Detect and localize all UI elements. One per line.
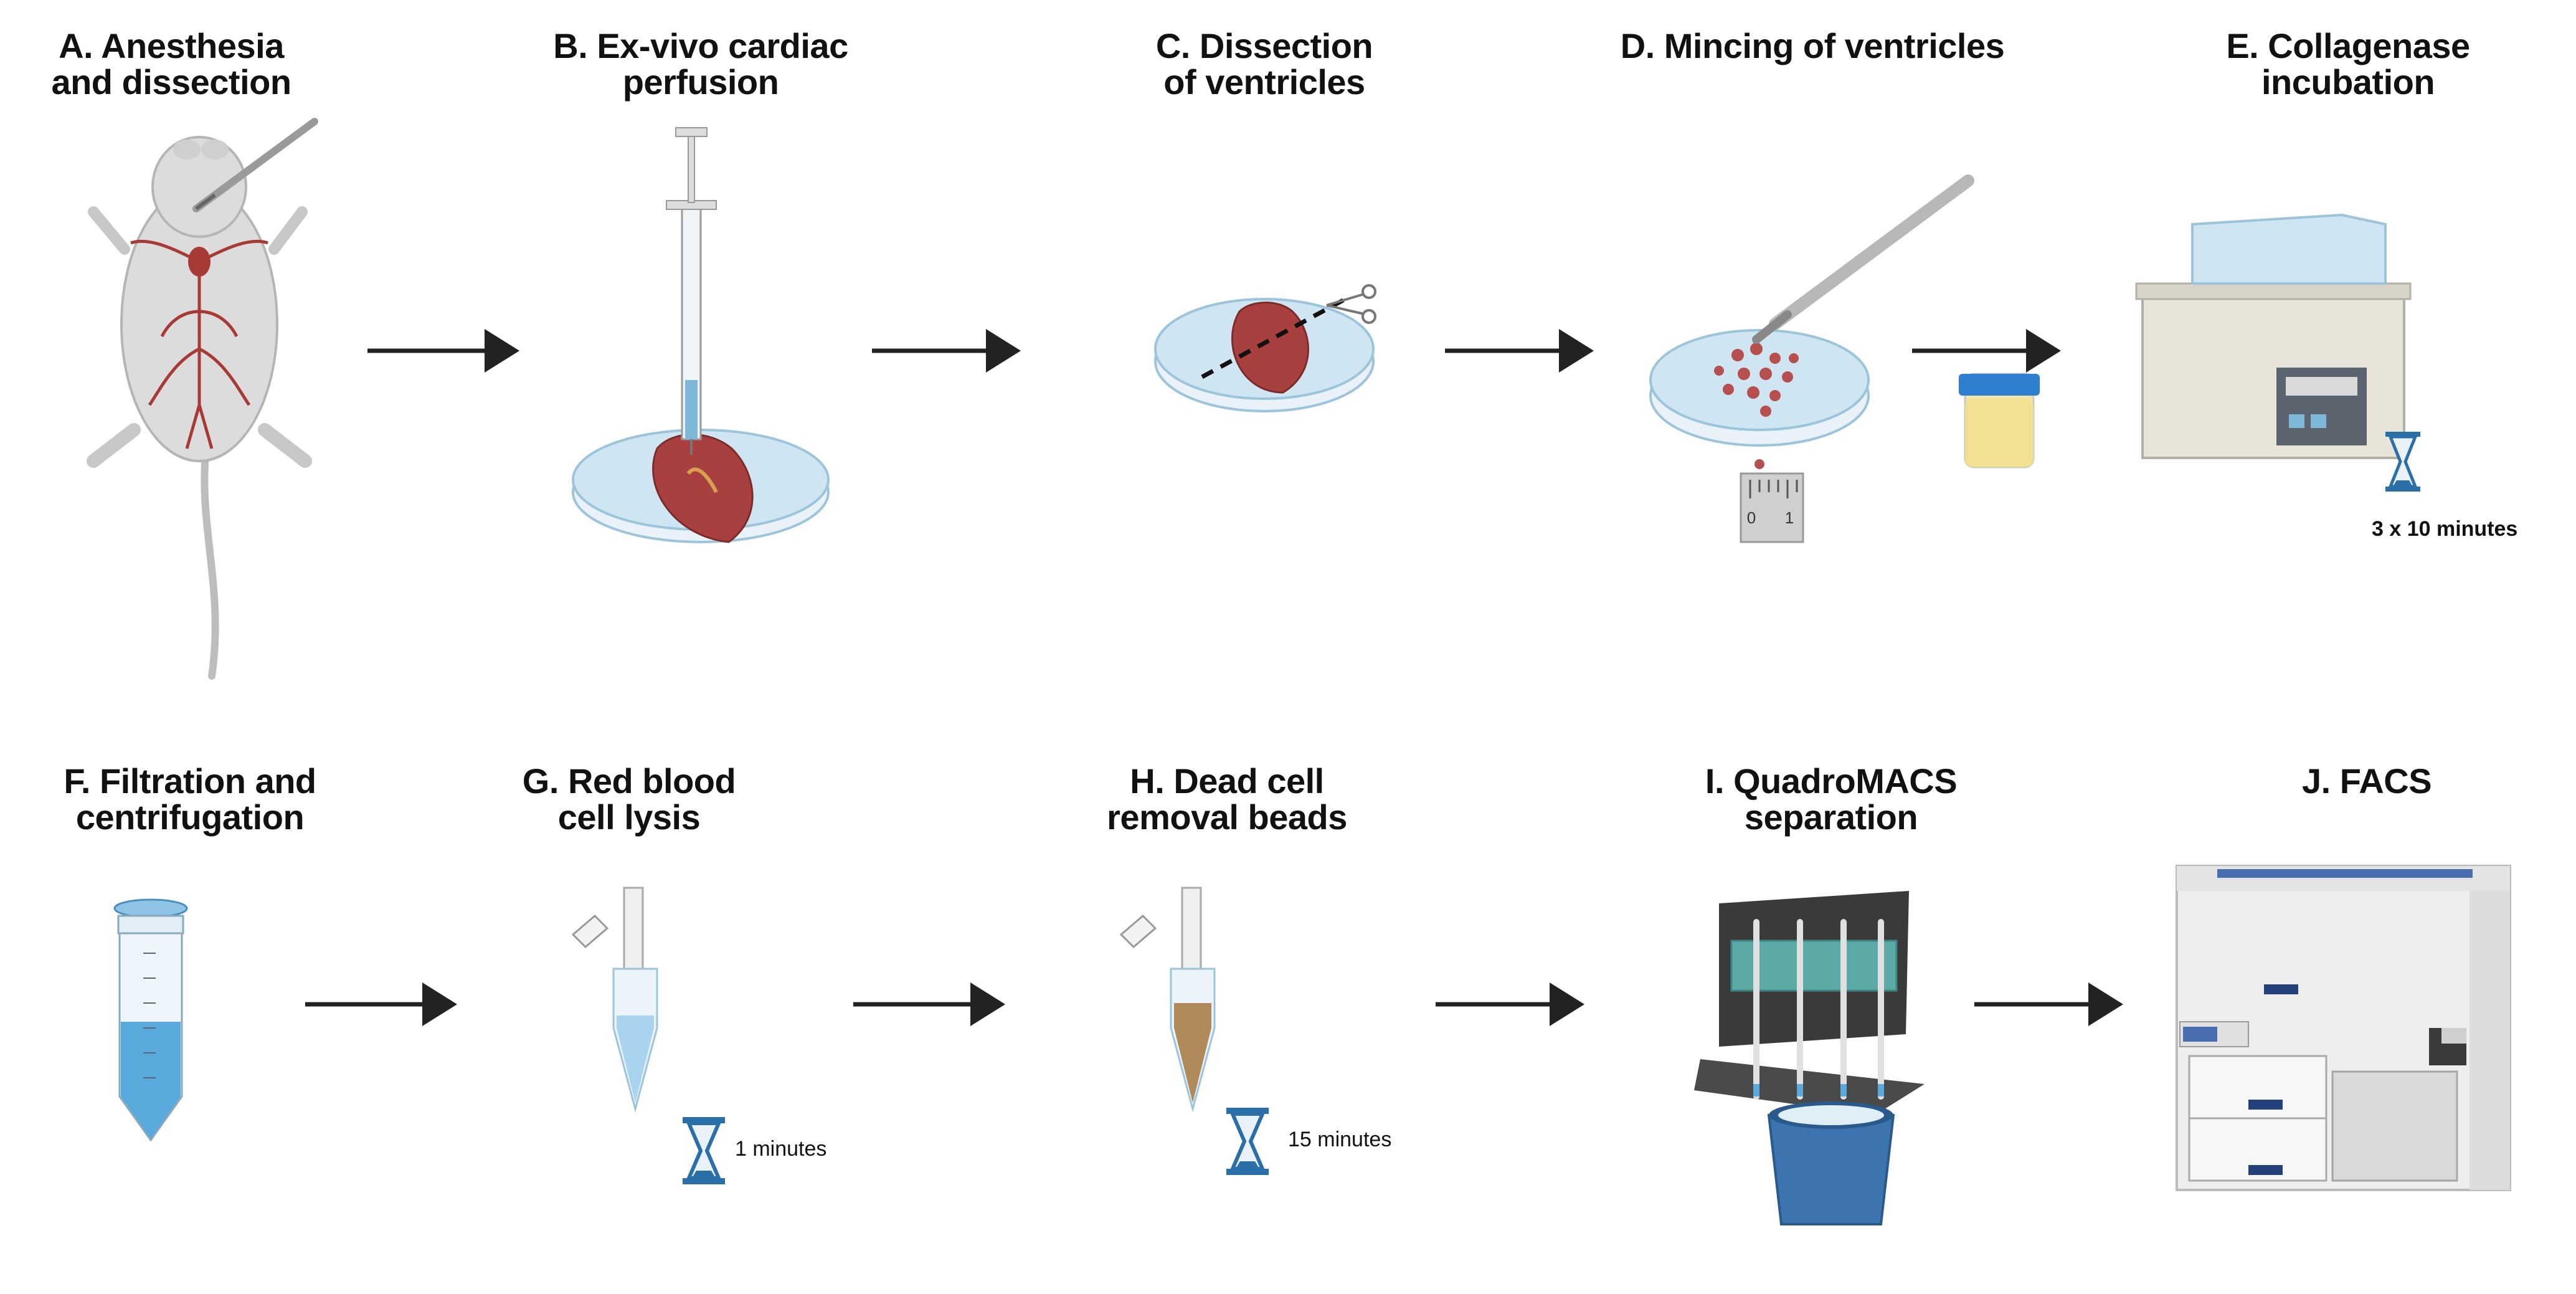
bead-tube-icon [1119, 887, 1216, 1113]
ruler-one-label: 1 [1785, 508, 1794, 527]
flow-arrows [305, 329, 2123, 1026]
incubation-time-label: 3 x 10 minutes [2372, 517, 2518, 541]
mouse-icon [87, 118, 318, 680]
flow-cytometer-icon [2176, 865, 2511, 1191]
incubation-hourglass-icon [2385, 432, 2420, 492]
beads-time-label: 15 minutes [1288, 1128, 1392, 1151]
minced-tissue-dish-icon: 0 1 [1649, 174, 2040, 543]
beads-hourglass-icon [1226, 1108, 1269, 1175]
syringe-heart-dish-icon [572, 127, 830, 543]
quadromacs-separator-icon [1694, 891, 1925, 1225]
step-d-title: D. Mincing of ventricles [1620, 26, 2005, 65]
water-bath-icon [2135, 213, 2412, 459]
lysis-tube-icon [571, 887, 658, 1113]
heart-dish-scissors-icon [1154, 284, 1376, 412]
conical-tube-icon [113, 898, 188, 1142]
lysis-time-label: 1 minutes [735, 1137, 827, 1161]
step-j-title: J. FACS [2301, 761, 2432, 801]
ruler-zero-label: 0 [1747, 508, 1756, 527]
lysis-hourglass-icon [683, 1117, 725, 1184]
